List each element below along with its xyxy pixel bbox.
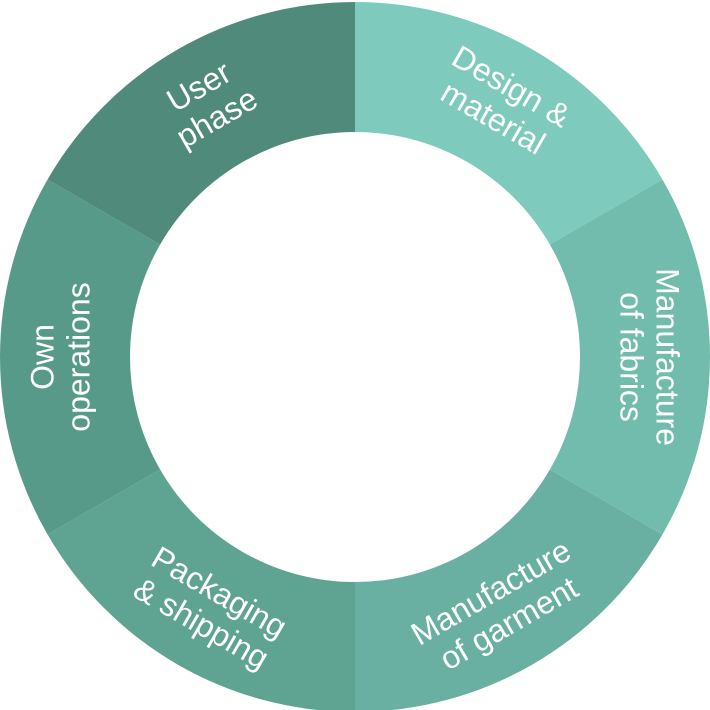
segment-own-operations bbox=[0, 179, 161, 535]
segment-manufacture-fabrics bbox=[549, 179, 710, 535]
segment-design-material bbox=[355, 2, 663, 245]
segment-manufacture-garment bbox=[355, 469, 663, 710]
segment-packaging-shipping bbox=[47, 469, 355, 710]
segment-label-manufacture-fabrics-line-2: of fabrics bbox=[614, 292, 650, 422]
segment-label-own-operations-line-1: Own bbox=[24, 324, 60, 390]
segment-label-manufacture-fabrics-line-1: Manufacture bbox=[650, 268, 686, 446]
segment-user-phase bbox=[47, 2, 356, 245]
segment-label-own-operations-line-2: operations bbox=[60, 282, 96, 431]
